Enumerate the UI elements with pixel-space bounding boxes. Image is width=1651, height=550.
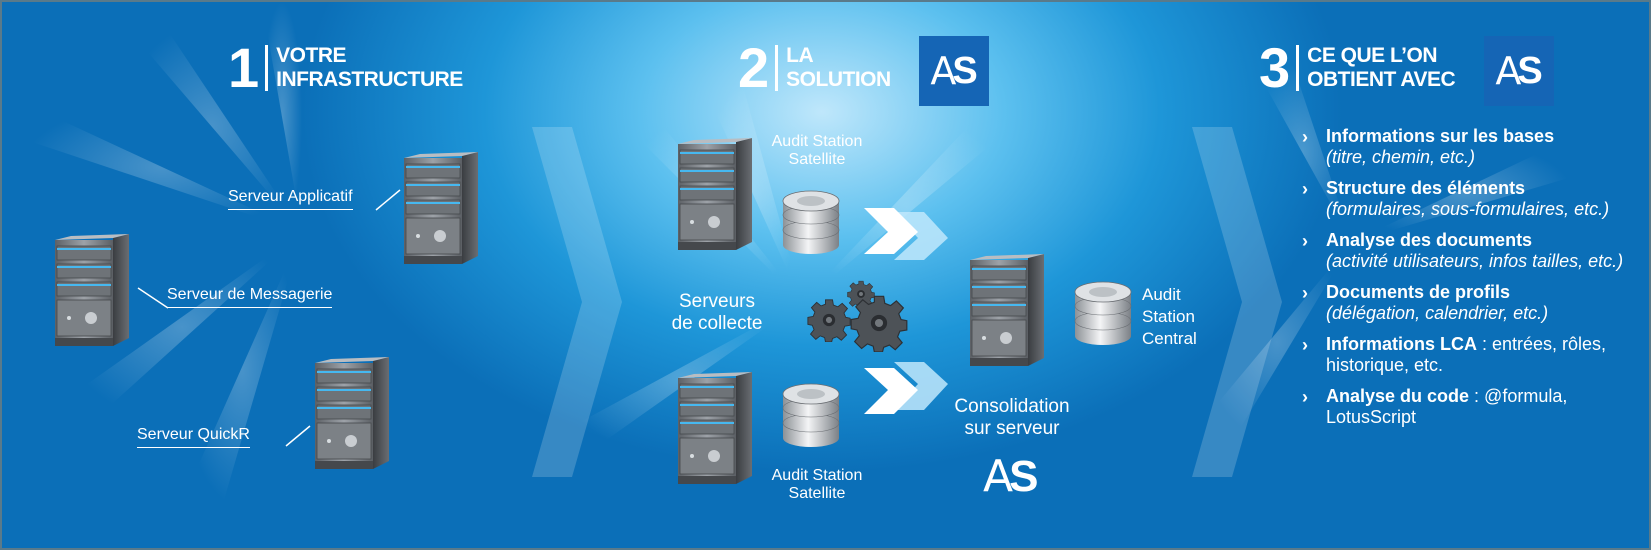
connector-line	[375, 189, 401, 211]
step-title-line: SOLUTION	[786, 68, 891, 91]
benefits-list: › Informations sur les bases(titre, chemi…	[1302, 126, 1642, 438]
label-line: de collecte	[671, 313, 763, 334]
benefit-title: Analyse des documents	[1326, 230, 1533, 250]
label-server-applicatif: Serveur Applicatif	[228, 188, 353, 210]
benefit-text: : @formula, LotusScript	[1326, 386, 1568, 427]
label-server-quickr: Serveur QuickR	[137, 426, 250, 448]
step-number: 1	[228, 36, 259, 99]
satellite-bottom-database-icon	[778, 380, 844, 450]
step-title-line: INFRASTRUCTURE	[276, 68, 463, 91]
label-line: sur serveur	[964, 418, 1060, 439]
flow-arrow-top-icon	[864, 208, 948, 260]
benefit-detail: (formulaires, sous-formulaires, etc.)	[1326, 199, 1610, 219]
server-messagerie-icon	[55, 234, 135, 349]
satellite-top-database-icon	[778, 187, 844, 257]
logo-letter-s: S	[1517, 49, 1543, 92]
step-1-header: 1 VOTRE INFRASTRUCTURE	[228, 40, 463, 96]
label-audit-central: Audit Station Central	[1142, 284, 1197, 350]
step-title: LA SOLUTION	[786, 44, 891, 92]
step-title: CE QUE L’ON OBTIENT AVEC	[1307, 44, 1456, 92]
server-quickr-icon	[315, 357, 395, 472]
benefit-item: › Analyse du code : @formula, LotusScript	[1302, 386, 1642, 428]
chevron-right-icon: ›	[1302, 127, 1308, 147]
label-line: Serveurs	[678, 291, 756, 312]
benefit-detail: (délégation, calendrier, etc.)	[1326, 303, 1549, 323]
logo-letter-a: A	[930, 49, 956, 93]
benefit-title: Informations LCA	[1326, 334, 1477, 354]
benefit-detail: (activité utilisateurs, infos tailles, e…	[1326, 251, 1624, 271]
step-3-header: 3 CE QUE L’ON OBTIENT AVEC	[1259, 36, 1456, 99]
gear-medium-icon	[807, 298, 851, 342]
label-line: Central	[1142, 329, 1197, 348]
benefit-text: : entrées, rôles, historique, etc.	[1326, 334, 1607, 375]
benefit-title: Analyse du code	[1326, 386, 1470, 406]
header-divider	[265, 45, 269, 91]
step-title-line: CE QUE L’ON	[1307, 44, 1438, 67]
header-divider	[775, 45, 779, 91]
chevron-right-icon: ›	[1302, 231, 1308, 251]
connector-line	[285, 425, 311, 447]
chevron-right-icon: ›	[1302, 283, 1308, 303]
label-server-messagerie: Serveur de Messagerie	[167, 286, 333, 308]
logo-letter-a: A	[1495, 49, 1521, 93]
benefit-item: › Informations sur les bases(titre, chemi…	[1302, 126, 1642, 168]
label-line: Satellite	[788, 151, 846, 168]
step-title: VOTRE INFRASTRUCTURE	[276, 44, 463, 92]
step-title-line: OBTIENT AVEC	[1307, 68, 1456, 91]
chevron-right-icon: ›	[1302, 179, 1308, 199]
section-arrow-2-icon	[1192, 127, 1282, 477]
central-database-icon	[1070, 278, 1136, 348]
label-consolidation: Consolidation sur serveur	[932, 396, 1092, 440]
step-number: 2	[738, 36, 769, 99]
connector-line	[137, 287, 169, 309]
label-satellite-top: Audit Station Satellite	[757, 133, 877, 169]
central-server-icon	[970, 254, 1050, 369]
step-title-line: LA	[786, 44, 814, 67]
section-arrow-1-icon	[532, 127, 622, 477]
satellite-bottom-server-icon	[678, 372, 758, 487]
logo-letter-a: A	[983, 451, 1013, 502]
step-2-header: 2 LA SOLUTION	[738, 40, 891, 96]
label-line: Consolidation	[954, 396, 1070, 417]
logo-letter-s: S	[952, 49, 978, 92]
server-applicatif-icon	[404, 152, 484, 267]
benefit-title: Informations sur les bases	[1326, 126, 1555, 146]
chevron-right-icon: ›	[1302, 335, 1308, 355]
logo-letter-s: S	[1009, 451, 1039, 501]
label-line: Audit Station	[771, 467, 863, 484]
step-number: 3	[1259, 36, 1290, 99]
label-satellite-bottom: Audit Station Satellite	[757, 467, 877, 503]
chevron-right-icon: ›	[1302, 387, 1308, 407]
benefit-title: Documents de profils	[1326, 282, 1511, 302]
label-serveurs-collecte: Serveurs de collecte	[652, 291, 782, 335]
gear-large-icon	[850, 294, 908, 352]
benefit-item: › Documents de profils(délégation, calend…	[1302, 282, 1642, 324]
header-divider	[1296, 45, 1300, 91]
satellite-top-server-icon	[678, 138, 758, 253]
benefit-item: › Structure des éléments(formulaires, sou…	[1302, 178, 1642, 220]
benefit-title: Structure des éléments	[1326, 178, 1526, 198]
label-line: Station	[1142, 307, 1195, 326]
label-line: Audit	[1142, 285, 1181, 304]
label-line: Audit Station	[771, 133, 863, 150]
benefit-detail: (titre, chemin, etc.)	[1326, 147, 1476, 167]
benefit-item: › Informations LCA : entrées, rôles, hist…	[1302, 334, 1642, 376]
benefit-item: › Analyse des documents(activité utilisat…	[1302, 230, 1642, 272]
step-title-line: VOTRE	[276, 44, 346, 67]
label-line: Satellite	[788, 485, 846, 502]
flow-arrow-bottom-icon	[864, 362, 948, 414]
